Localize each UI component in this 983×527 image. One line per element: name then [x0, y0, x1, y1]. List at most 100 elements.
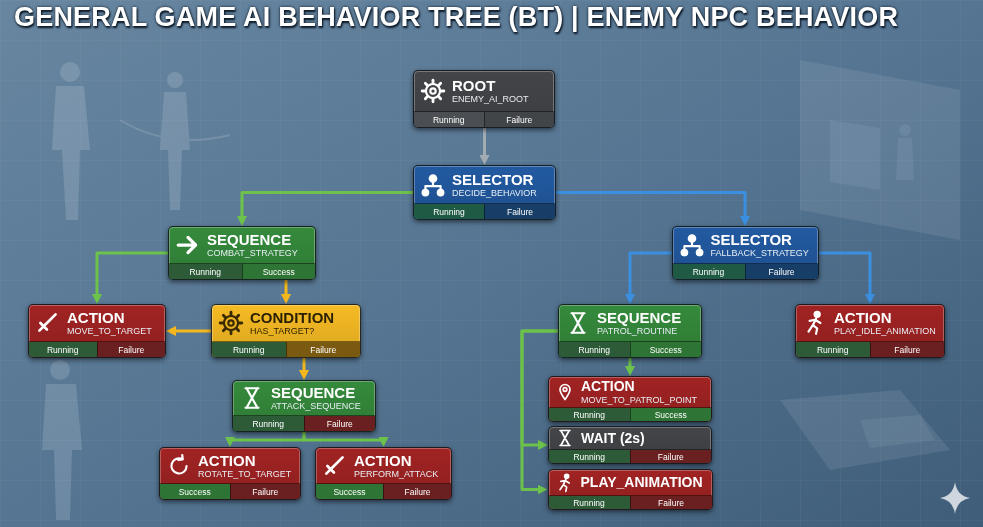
- node-text-column: ACTIONPERFORM_ATTACK: [354, 452, 438, 480]
- node-icon: [555, 473, 575, 493]
- status-label: Running: [817, 345, 849, 355]
- status-label: Failure: [894, 345, 920, 355]
- node-text-column: PLAY_ANIMATION: [581, 474, 703, 491]
- status-cell: Failure: [745, 264, 818, 279]
- node-title: ACTION: [581, 378, 697, 395]
- status-bar: RunningFailure: [414, 111, 554, 127]
- status-label: Running: [573, 498, 605, 508]
- tree-connector: [819, 253, 871, 298]
- node-header: ACTIONPERFORM_ATTACK: [316, 448, 451, 483]
- status-cell: Failure: [304, 416, 376, 431]
- status-cell: Running: [549, 450, 630, 463]
- node-subtitle: MOVE_TO_TARGET: [67, 326, 152, 337]
- status-cell: Running: [414, 112, 484, 127]
- node-title: SEQUENCE: [597, 309, 681, 326]
- status-bar: Running Success: [559, 341, 701, 357]
- node-text-column: ACTIONMOVE_TO_TARGET: [67, 309, 152, 337]
- tree-node-box: SEQUENCEATTACK_SEQUENCE Running Failure: [232, 380, 376, 432]
- node-icon: [35, 310, 61, 336]
- status-cell: Success: [160, 484, 230, 499]
- node-text-column: ROOTENEMY_AI_ROOT: [452, 77, 529, 105]
- status-cell: Failure: [286, 342, 361, 357]
- node-icon: [218, 310, 244, 336]
- node-title: WAIT (2s): [581, 430, 645, 447]
- node-text-column: SEQUENCEATTACK_SEQUENCE: [271, 384, 361, 412]
- node-subtitle: FALLBACK_STRATEGY: [711, 248, 809, 259]
- status-label: Failure: [658, 452, 684, 462]
- node-subtitle: PATROL_ROUTINE: [597, 326, 681, 337]
- status-cell: Success: [242, 264, 316, 279]
- status-label: Running: [252, 419, 284, 429]
- tree-connector: [172, 330, 211, 333]
- node-subtitle: COMBAT_STRATEGY: [207, 248, 298, 259]
- node-header: ACTIONPLAY_IDLE_ANIMATION: [796, 305, 944, 341]
- diagram-title: GENERAL GAME AI BEHAVIOR TREE (BT) | ENE…: [14, 2, 898, 32]
- status-bar: Running Failure: [549, 449, 711, 463]
- status-label: Failure: [327, 419, 353, 429]
- status-cell: Running: [212, 342, 286, 357]
- status-cell: Failure: [230, 484, 301, 499]
- status-bar: RunningFailure: [29, 341, 165, 357]
- status-cell: Running: [559, 342, 630, 357]
- tree-connector: [629, 358, 632, 370]
- node-text-column: SEQUENCECOMBAT_STRATEGY: [207, 231, 298, 259]
- status-cell: Running: [29, 342, 97, 357]
- status-label: Running: [433, 115, 465, 125]
- node-header: SELECTORDECIDE_BEHAVIOR: [414, 166, 555, 203]
- status-bar: SuccessFailure: [160, 483, 300, 499]
- node-header: CONDITIONHAS_TARGET?: [212, 305, 360, 341]
- tree-node-box: ACTIONMOVE_TO_PATROL_POINTRunningSuccess: [548, 376, 712, 422]
- status-cell: Running: [169, 264, 242, 279]
- node-title: ACTION: [834, 309, 936, 326]
- node-subtitle: ROTATE_TO_TARGET: [198, 469, 291, 480]
- node-icon: [555, 428, 575, 448]
- node-subtitle: HAS_TARGET?: [250, 326, 334, 337]
- tree-node-box: ACTIONPERFORM_ATTACKSuccessFailure: [315, 447, 452, 500]
- watermark-star: [940, 482, 970, 514]
- node-subtitle: PLAY_IDLE_ANIMATION: [834, 326, 936, 337]
- tree-connector: [304, 432, 384, 441]
- node-text-column: ACTIONROTATE_TO_TARGET: [198, 452, 291, 480]
- status-label: Success: [655, 410, 687, 420]
- node-text-column: WAIT (2s): [581, 430, 645, 447]
- node-title: SELECTOR: [711, 231, 809, 248]
- node-icon: [420, 78, 446, 104]
- node-title: SEQUENCE: [271, 384, 361, 401]
- status-cell: Success: [630, 342, 702, 357]
- node-subtitle: ENEMY_AI_ROOT: [452, 94, 529, 105]
- status-cell: Running: [673, 264, 745, 279]
- node-subtitle: DECIDE_BEHAVIOR: [452, 188, 537, 199]
- ghost-figures: [42, 60, 960, 520]
- status-cell: Success: [630, 408, 712, 421]
- tree-node-box: CONDITIONHAS_TARGET? RunningFailure: [211, 304, 361, 358]
- node-icon: [565, 310, 591, 336]
- node-header: SELECTORFALLBACK_STRATEGY: [673, 227, 818, 263]
- status-label: Failure: [658, 498, 684, 508]
- status-label: Success: [333, 487, 365, 497]
- node-title: SEQUENCE: [207, 231, 298, 248]
- status-label: Running: [433, 207, 465, 217]
- node-text-column: SELECTORFALLBACK_STRATEGY: [711, 231, 809, 259]
- tree-node-box: SEQUENCEPATROL_ROUTINE Running Success: [558, 304, 702, 358]
- node-text-column: SEQUENCEPATROL_ROUTINE: [597, 309, 681, 337]
- status-bar: Running Success: [169, 263, 315, 279]
- status-cell: Running: [549, 496, 630, 509]
- node-text-column: CONDITIONHAS_TARGET?: [250, 309, 334, 337]
- status-label: Success: [263, 267, 295, 277]
- node-icon: [239, 385, 265, 411]
- node-icon: [175, 232, 201, 258]
- tree-node-box: SELECTORFALLBACK_STRATEGY RunningFailure: [672, 226, 819, 280]
- status-label: Failure: [507, 207, 533, 217]
- status-label: Success: [650, 345, 682, 355]
- node-header: ACTIONROTATE_TO_TARGET: [160, 448, 300, 483]
- status-bar: Running Failure: [796, 341, 944, 357]
- node-header: SEQUENCEATTACK_SEQUENCE: [233, 381, 375, 415]
- node-icon: [555, 382, 575, 402]
- status-cell: Running: [549, 408, 630, 421]
- status-cell: Failure: [870, 342, 945, 357]
- status-bar: RunningFailure: [212, 341, 360, 357]
- status-cell: Running: [414, 204, 484, 219]
- tree-connector: [230, 432, 304, 441]
